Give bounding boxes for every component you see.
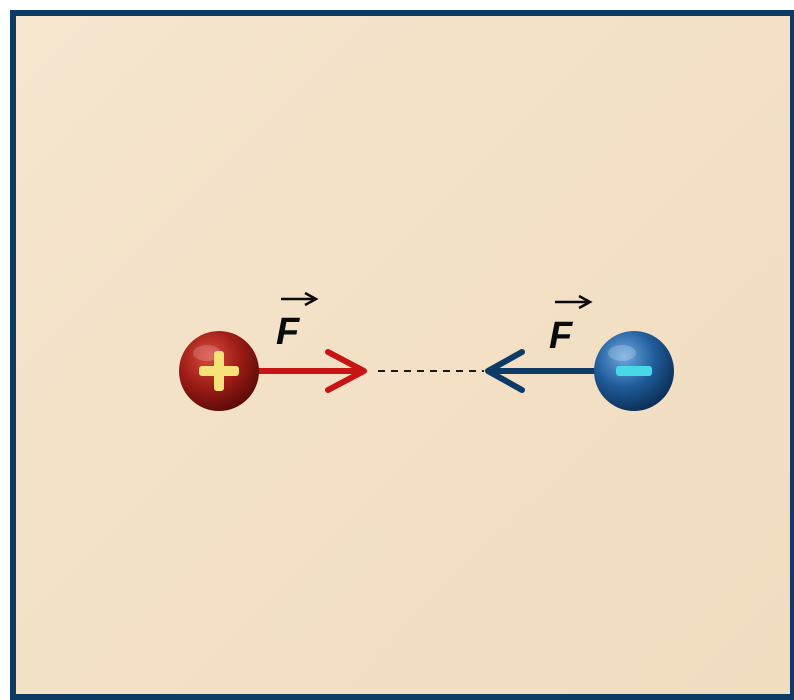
force-symbol-right: F	[549, 315, 574, 357]
left-force-label: F	[276, 291, 319, 353]
right-force-arrow	[485, 349, 605, 393]
positive-charge	[179, 331, 259, 411]
left-force-arrow	[249, 349, 367, 393]
right-force-label: F	[549, 294, 593, 357]
negative-charge	[594, 331, 674, 411]
vector-arrow-icon	[281, 291, 319, 307]
minus-icon	[616, 366, 652, 376]
force-symbol-left: F	[276, 311, 301, 353]
vector-arrow-icon	[555, 294, 593, 310]
plus-icon	[199, 351, 239, 391]
